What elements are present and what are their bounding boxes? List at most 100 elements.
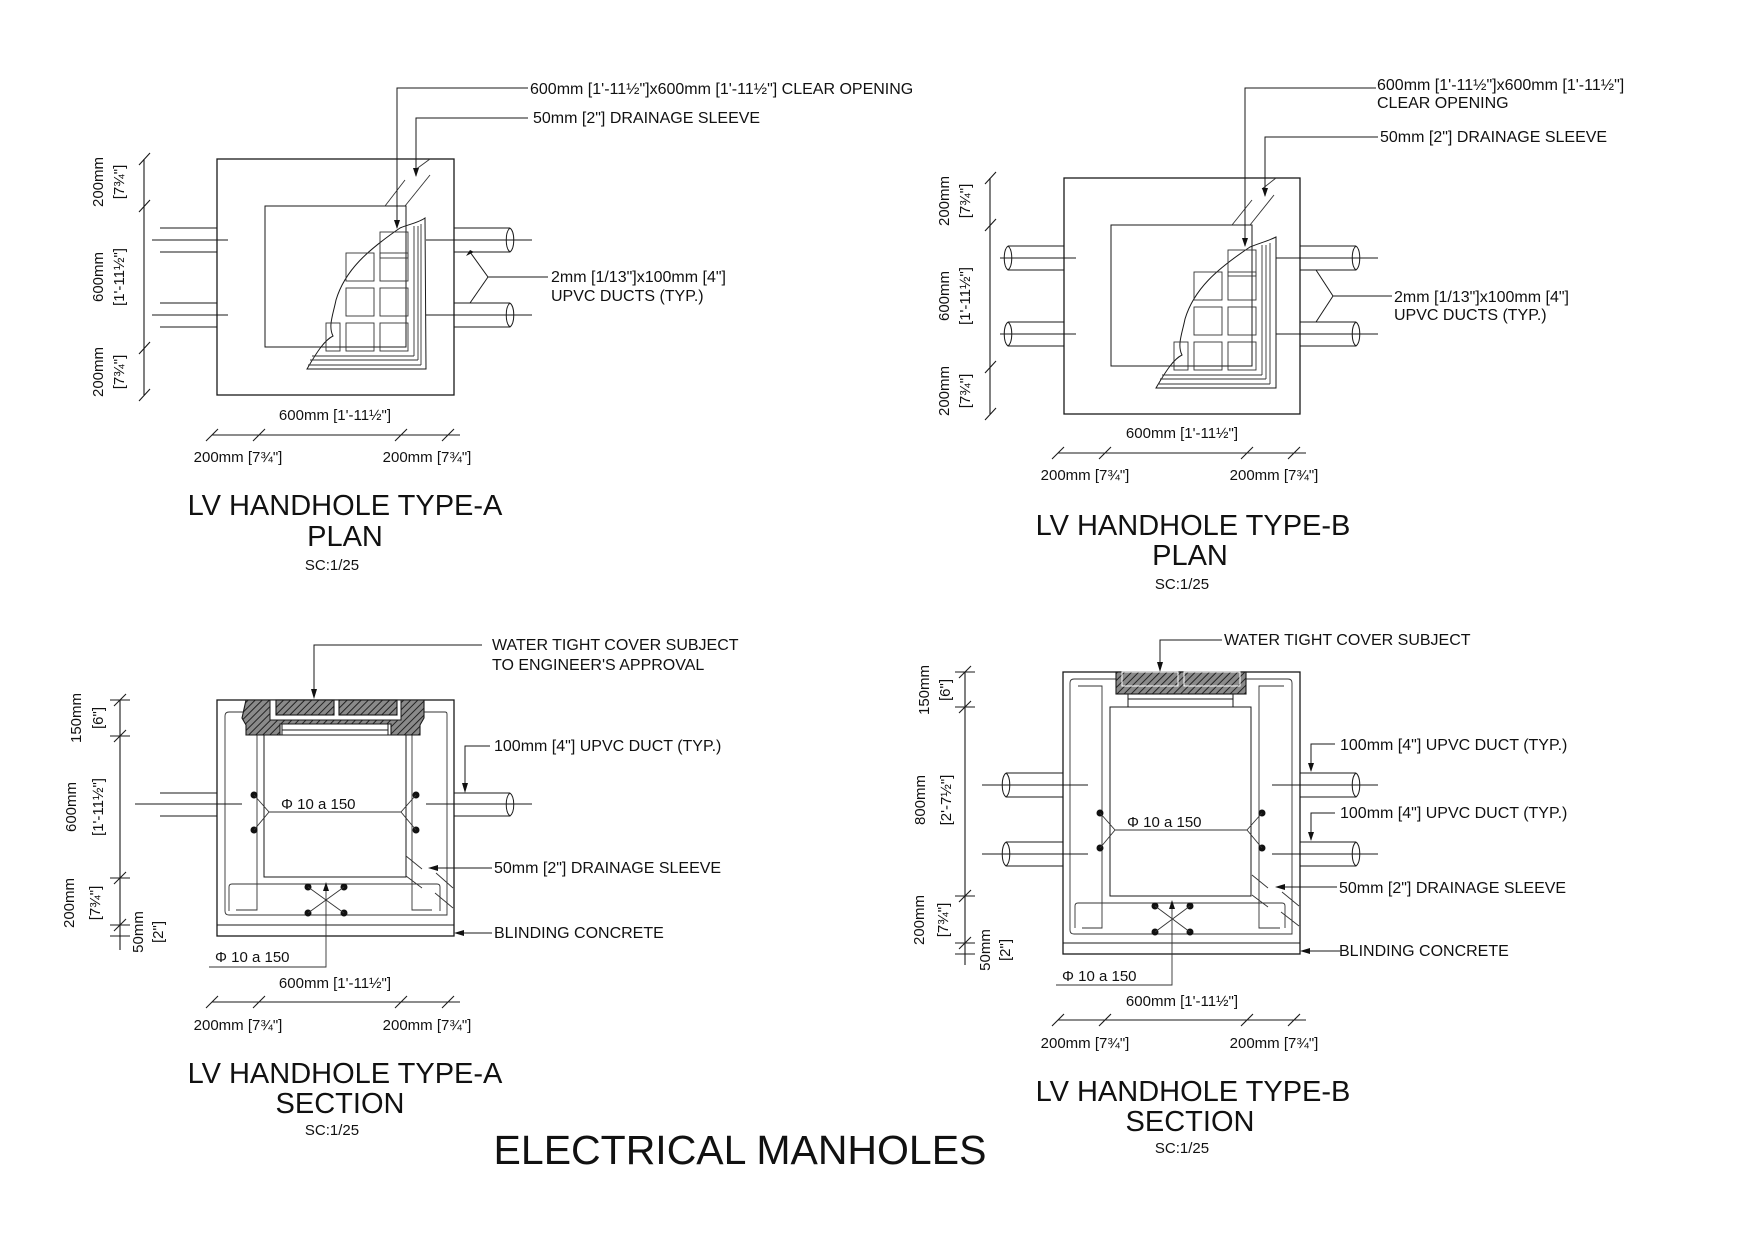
- dim-left-bot-in: [7¾"]: [111, 355, 128, 390]
- dimension-vertical-left: 200mm [7¾"] 600mm [1'-11½"] 200mm [7¾"]: [936, 171, 997, 421]
- label-blinding: BLINDING CONCRETE: [1339, 943, 1509, 960]
- label-duct: 100mm [4"] UPVC DUCT (TYP.): [494, 738, 721, 755]
- ducts-left: [1000, 245, 1076, 347]
- dim-left-base-in: [2"]: [997, 939, 1014, 961]
- grating-cutaway: [306, 216, 427, 370]
- dim-left-bot-in: [7¾"]: [957, 374, 974, 409]
- ducts-right: [426, 227, 532, 328]
- dimension-vertical-left: 150mm [6"] 800mm [2'-7½"] 200mm [7¾"] 50…: [911, 665, 1014, 971]
- outer-wall-outline: [1063, 177, 1301, 415]
- dim-left-mid-in: [1'-11½"]: [90, 778, 107, 836]
- label-cover: WATER TIGHT COVER SUBJECT: [1224, 632, 1471, 649]
- plan-type-a: 600mm [1'-11½"]x600mm [1'-11½"] CLEAR OP…: [90, 81, 913, 574]
- dim-bottom-overall: 600mm [1'-11½"]: [279, 407, 391, 424]
- rebar-wall: Φ 10 a 150: [250, 791, 420, 834]
- dim-left-bot-in: [7¾"]: [87, 886, 104, 921]
- label-ducts-line2: UPVC DUCTS (TYP.): [551, 288, 704, 305]
- label-clear-opening-line2: CLEAR OPENING: [1377, 95, 1509, 112]
- rebar-base: Φ 10 a 150: [1056, 900, 1194, 986]
- label-cover-line2: TO ENGINEER'S APPROVAL: [492, 657, 704, 674]
- leader-cover: [313, 644, 482, 697]
- label-cover-line1: WATER TIGHT COVER SUBJECT: [492, 637, 739, 654]
- rebar-label-wall: Φ 10 a 150: [281, 796, 356, 813]
- leader-ducts: [469, 251, 548, 278]
- dim-left-top-in: [6"]: [937, 679, 954, 701]
- dim-left-top-mm: 150mm: [916, 665, 933, 715]
- ducts-right: [1276, 245, 1378, 347]
- dim-bottom-left: 200mm [7¾"]: [1041, 1035, 1130, 1052]
- scale-section-b: SC:1/25: [1155, 1140, 1209, 1157]
- sheet-title: ELECTRICAL MANHOLES: [494, 1127, 987, 1173]
- ducts: [982, 772, 1378, 867]
- title-section-a-line1: LV HANDHOLE TYPE-A: [188, 1058, 503, 1090]
- dimension-horizontal-bottom: 600mm [1'-11½"] 200mm [7¾"] 200mm [7¾"]: [194, 407, 472, 466]
- drainage-sleeve-line: [384, 179, 406, 207]
- plan-type-b: 600mm [1'-11½"]x600mm [1'-11½"] CLEAR OP…: [936, 77, 1624, 593]
- title-plan-b-line2: PLAN: [1152, 540, 1228, 572]
- label-ducts-line2: UPVC DUCTS (TYP.): [1394, 307, 1547, 324]
- leader-duct: [464, 745, 490, 791]
- leader-clear-opening: [1244, 87, 1376, 246]
- leader-clear-opening: [396, 87, 528, 228]
- dim-left-base-in: [2"]: [150, 921, 167, 943]
- dimension-horizontal-bottom: 600mm [1'-11½"] 200mm [7¾"] 200mm [7¾"]: [194, 975, 472, 1034]
- dim-left-top-in: [7¾"]: [957, 184, 974, 219]
- label-clear-opening: 600mm [1'-11½"]x600mm [1'-11½"] CLEAR OP…: [530, 81, 913, 98]
- dim-left-top-mm: 150mm: [68, 693, 85, 743]
- dim-left-mid-mm: 600mm: [90, 252, 107, 302]
- label-drainage-sleeve: 50mm [2"] DRAINAGE SLEEVE: [494, 860, 721, 877]
- dim-left-mid-in: [1'-11½"]: [111, 248, 128, 306]
- leader-cover: [1159, 639, 1222, 670]
- scale-section-a: SC:1/25: [305, 1122, 359, 1139]
- label-duct-upper: 100mm [4"] UPVC DUCT (TYP.): [1340, 737, 1567, 754]
- dim-left-mid-mm: 600mm: [63, 782, 80, 832]
- scale-plan-a: SC:1/25: [305, 557, 359, 574]
- dim-bottom-left: 200mm [7¾"]: [194, 1017, 283, 1034]
- label-ducts-line1: 2mm [1/13"]x100mm [4"]: [551, 269, 726, 286]
- dim-left-bot-in: [7¾"]: [935, 903, 952, 938]
- dim-left-base-mm: 50mm: [130, 911, 147, 953]
- leader-ducts: [1315, 269, 1392, 297]
- dim-bottom-left: 200mm [7¾"]: [1041, 467, 1130, 484]
- rebar-label-base: Φ 10 a 150: [215, 949, 290, 966]
- title-section-a-line2: SECTION: [276, 1088, 405, 1120]
- title-plan-a-line2: PLAN: [307, 521, 383, 553]
- label-clear-opening-line1: 600mm [1'-11½"]x600mm [1'-11½"]: [1377, 77, 1624, 94]
- dim-left-bot-mm: 200mm: [936, 366, 953, 416]
- dim-left-mid-in: [1'-11½"]: [957, 267, 974, 325]
- grating-cutaway: [1155, 236, 1277, 389]
- rebar-base: Φ 10 a 150: [209, 882, 348, 968]
- label-drainage-sleeve: 50mm [2"] DRAINAGE SLEEVE: [1380, 129, 1607, 146]
- section-type-b: Φ 10 a 150 Φ 10 a 150 WATER TIGHT COVER …: [911, 632, 1567, 1157]
- leader-duct-lower: [1310, 812, 1335, 840]
- dim-left-mid-mm: 800mm: [912, 775, 929, 825]
- rebar-label-base: Φ 10 a 150: [1062, 968, 1137, 985]
- dim-bottom-overall: 600mm [1'-11½"]: [279, 975, 391, 992]
- dim-left-bot-mm: 200mm: [911, 895, 928, 945]
- dim-left-bot-mm: 200mm: [61, 878, 78, 928]
- label-duct-lower: 100mm [4"] UPVC DUCT (TYP.): [1340, 805, 1567, 822]
- dim-bottom-overall: 600mm [1'-11½"]: [1126, 993, 1238, 1010]
- scale-plan-b: SC:1/25: [1155, 576, 1209, 593]
- dimension-horizontal-bottom: 600mm [1'-11½"] 200mm [7¾"] 200mm [7¾"]: [1041, 993, 1319, 1052]
- dim-left-top-mm: 200mm: [936, 176, 953, 226]
- dim-bottom-right: 200mm [7¾"]: [1230, 467, 1319, 484]
- leader-drainage-sleeve: [1264, 136, 1378, 196]
- dimension-vertical-left: 200mm [7¾"] 600mm [1'-11½"] 200mm [7¾"]: [90, 152, 151, 402]
- ducts: [135, 792, 532, 817]
- title-plan-b-line1: LV HANDHOLE TYPE-B: [1036, 510, 1351, 542]
- leader-drainage-sleeve: [415, 117, 528, 176]
- leader-duct-upper: [1310, 743, 1335, 771]
- title-section-b-line1: LV HANDHOLE TYPE-B: [1036, 1076, 1351, 1108]
- rebar-wall: Φ 10 a 150: [1096, 809, 1266, 852]
- ducts-left: [152, 227, 228, 328]
- section-type-a: Φ 10 a 150 Φ 10 a 150 WATER TIGHT COVER …: [61, 637, 739, 1139]
- dim-left-base-mm: 50mm: [977, 929, 994, 971]
- title-section-b-line2: SECTION: [1126, 1106, 1255, 1138]
- label-ducts-line1: 2mm [1/13"]x100mm [4"]: [1394, 289, 1569, 306]
- dim-left-bot-mm: 200mm: [90, 347, 107, 397]
- clear-opening-outline: [1110, 224, 1253, 367]
- dim-bottom-right: 200mm [7¾"]: [383, 449, 472, 466]
- chamber-interior: [1109, 706, 1252, 897]
